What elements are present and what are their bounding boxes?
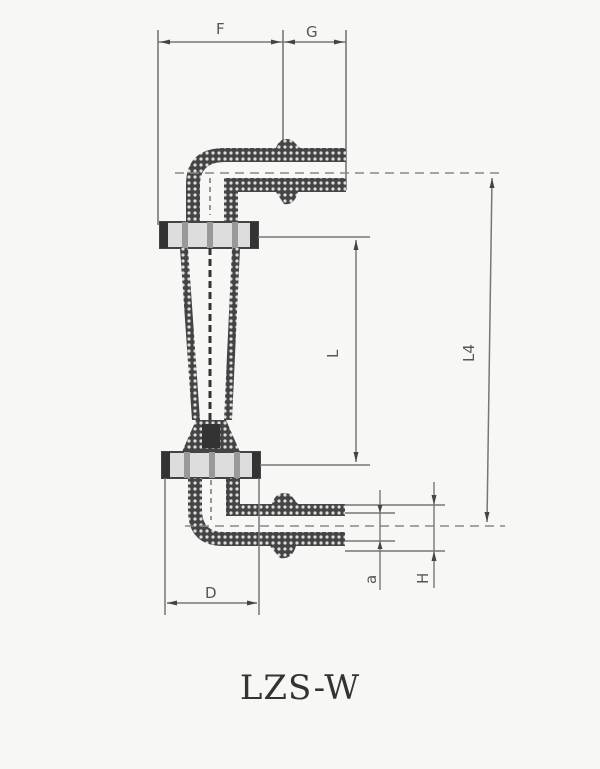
top-elbow [186, 139, 346, 225]
model-title: LZS-W [239, 668, 361, 708]
dim-label-g: G [306, 23, 318, 41]
dim-label-l: L [324, 349, 342, 358]
dim-label-f: F [216, 20, 225, 38]
bottom-elbow [188, 478, 345, 559]
dimension-l [258, 236, 370, 466]
bottom-flange [161, 451, 261, 479]
dimension-l4 [484, 177, 495, 523]
dim-label-h: H [414, 573, 432, 584]
dimension-a-h [345, 482, 445, 590]
top-flange [159, 221, 259, 249]
dim-label-a: a [362, 575, 380, 584]
dim-label-l4: L4 [460, 344, 478, 362]
dimension-d [164, 478, 260, 615]
tapered-tube [180, 248, 240, 452]
dimension-f-g [157, 30, 347, 225]
dim-label-d: D [205, 584, 217, 602]
